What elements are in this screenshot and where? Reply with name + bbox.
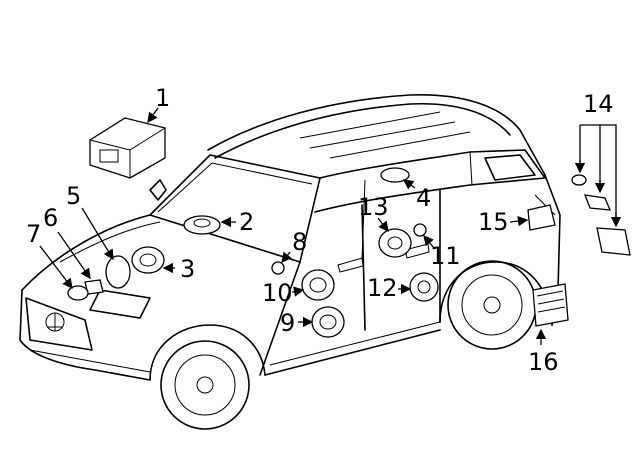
callout-11: 11 [430, 242, 461, 270]
callout-2: 2 [239, 208, 254, 236]
leader-arrows [39, 107, 622, 345]
door-speaker-part [105, 255, 131, 289]
tweeter-part [271, 261, 285, 275]
callout-7: 7 [26, 220, 41, 248]
front-door-speaker-part [301, 269, 335, 301]
rear-door-speaker-part [378, 228, 412, 258]
callout-6: 6 [43, 204, 58, 232]
rear-tweeter-part [413, 223, 427, 237]
callout-15: 15 [478, 208, 509, 236]
callout-9: 9 [280, 309, 295, 337]
subwoofer-parts-group [571, 174, 631, 256]
dash-speaker-part [183, 215, 221, 235]
callout-14: 14 [583, 90, 614, 118]
suv-body [19, 93, 561, 430]
lower-door-speaker-part [311, 306, 345, 338]
roof-speaker-part [380, 167, 410, 183]
callout-5: 5 [66, 182, 81, 210]
callout-16: 16 [528, 348, 559, 376]
callout-1: 1 [155, 84, 170, 112]
cargo-speaker-part [527, 204, 556, 231]
amplifier-part [89, 117, 166, 179]
control-module-part [532, 283, 569, 327]
front-woofer-part [131, 246, 165, 274]
callout-8: 8 [292, 228, 307, 256]
callout-10: 10 [262, 279, 293, 307]
callout-labels: 1 2 3 4 5 6 7 8 9 10 11 12 13 14 15 16 [26, 84, 614, 376]
callout-12: 12 [367, 274, 398, 302]
sensor-part [67, 285, 89, 301]
callout-4: 4 [416, 184, 431, 212]
rear-lower-speaker-part [409, 272, 439, 302]
callout-3: 3 [180, 255, 195, 283]
callout-13: 13 [358, 193, 389, 221]
